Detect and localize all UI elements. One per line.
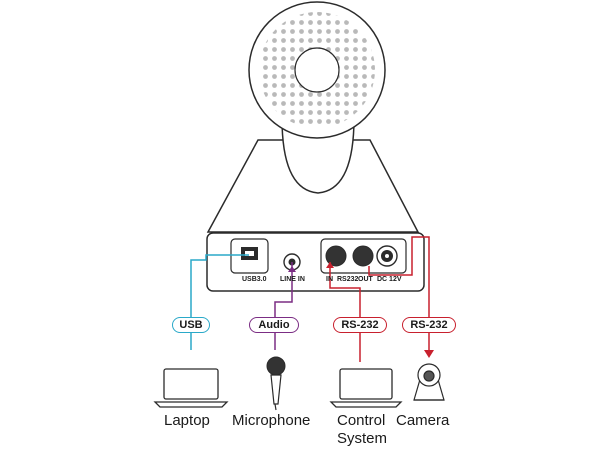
ptz-camera-icon [413,363,445,401]
usb-cable [190,254,249,350]
laptop-label: Laptop [164,412,210,429]
microphone-label: Microphone [232,412,311,429]
audio-cable [274,262,296,350]
usb-connection-label: USB [172,317,210,333]
rs232-out-cable [368,236,434,358]
rs232-in-port-label: IN [326,276,333,283]
rs232-in-cable [326,262,361,362]
rs232-out-port-label: OUT [358,276,373,283]
camera-label: Camera [396,412,450,429]
laptop-icon [153,368,229,408]
usb-port-label: USB3.0 [242,276,267,283]
microphone-icon [266,356,286,411]
control-system-label-line2: System [337,430,388,447]
control-system-label-line1: Control [337,412,386,429]
rs232-out-connection-label: RS-232 [402,317,456,333]
rs232-out-port [352,245,374,267]
rs232-port-label: RS232 [337,276,359,283]
ptz-camera-illustration [206,1,425,292]
rs232-in-connection-label: RS-232 [333,317,387,333]
dc-port-label: DC 12V [377,276,402,283]
line-in-port-label: LINE IN [280,276,305,283]
audio-connection-label: Audio [249,317,299,333]
camera-lens [294,47,340,93]
rs232-in-port [325,245,347,267]
control-system-icon [329,368,403,408]
